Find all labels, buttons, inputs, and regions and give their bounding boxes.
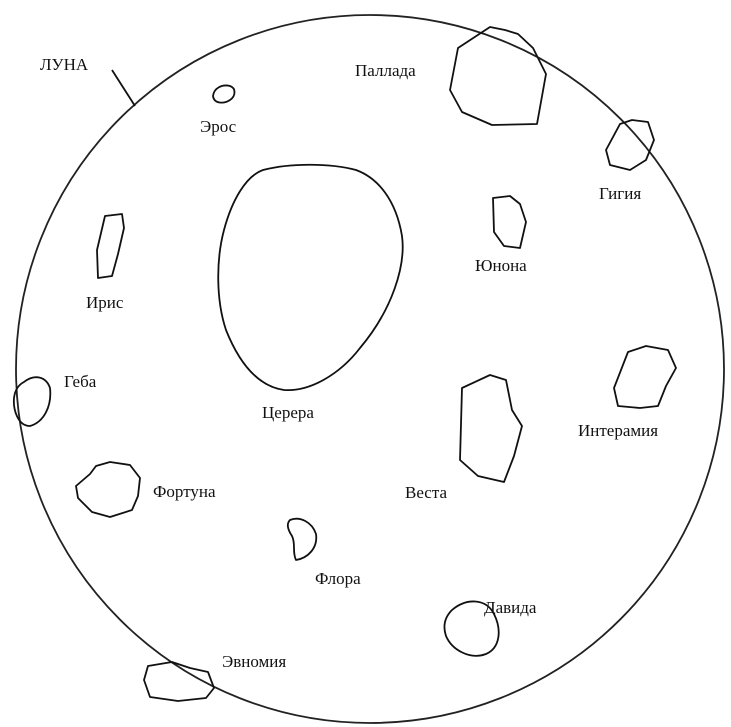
moon-outline xyxy=(16,15,724,723)
intteramiya-label: Интерамия xyxy=(578,421,658,440)
eros-label: Эрос xyxy=(200,117,237,136)
flora-shape xyxy=(288,519,316,560)
geba-shape xyxy=(14,377,50,426)
davida-label: Давида xyxy=(484,598,537,617)
moon-label-leader xyxy=(112,70,135,106)
moon-label: ЛУНА xyxy=(40,55,89,74)
iris-label: Ирис xyxy=(86,293,124,312)
fortuna-shape xyxy=(76,462,140,517)
fortuna-label: Фортуна xyxy=(153,482,216,501)
vesta-shape xyxy=(460,375,522,482)
yunona-label: Юнона xyxy=(475,256,527,275)
ceres-label: Церера xyxy=(262,403,314,422)
iris-shape xyxy=(97,214,124,278)
intteramiya-shape xyxy=(614,346,676,408)
pallada-label: Паллада xyxy=(355,61,416,80)
yunona-shape xyxy=(493,196,526,248)
vesta-label: Веста xyxy=(405,483,447,502)
ceres-shape xyxy=(218,165,402,390)
evnomiya-label: Эвномия xyxy=(222,652,286,671)
gigiya-label: Гигия xyxy=(599,184,641,203)
pallada-shape xyxy=(450,27,546,125)
geba-label: Геба xyxy=(64,372,97,391)
flora-label: Флора xyxy=(315,569,361,588)
eros-shape xyxy=(213,85,235,102)
